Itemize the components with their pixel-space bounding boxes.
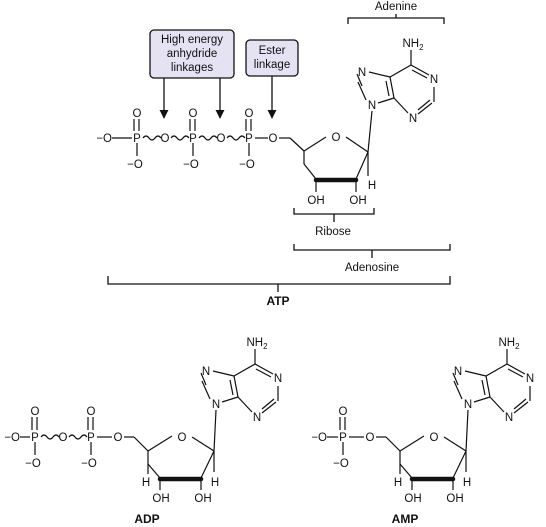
adp-diphosphate-chain: −O P O −O O P O −O O (4, 406, 149, 470)
amp-adenine-base: N N NH2 N N (452, 337, 534, 424)
amp-double-bond-o: O (339, 406, 348, 418)
ester-callout: Ester linkage (245, 39, 299, 119)
adp-phosphorus-alpha: P (87, 432, 95, 444)
amp-label: AMP (392, 512, 419, 526)
adp-ring-o: O (178, 432, 187, 444)
amp-n3: N (505, 412, 513, 424)
atp-o-minus-alpha: −O (239, 159, 255, 171)
atp-o-minus-beta: −O (183, 159, 199, 171)
adp-nh2: NH2 (246, 337, 268, 351)
amp-molecule: −O P O −O O O H OH OH (311, 337, 534, 526)
atp-n1: N (430, 74, 438, 86)
ester-callout-line-1: Ester (259, 45, 286, 57)
adp-label: ADP (134, 512, 159, 526)
ribose-bracket: Ribose (293, 208, 375, 238)
atp-bracket: ATP (107, 276, 451, 308)
adenosine-bracket: Adenosine (293, 244, 451, 274)
atp-bridge-o-1: O (161, 133, 170, 145)
adp-1-prime-h: H (211, 477, 219, 489)
atp-phosphorus-gamma: P (133, 133, 141, 145)
atp-o-minus-gamma: −O (127, 159, 143, 171)
amp-ester-o: O (366, 432, 375, 444)
amp-2-prime-oh: OH (404, 493, 421, 505)
atp-double-bond-o-alpha: O (245, 108, 254, 120)
adp-o-minus-beta: −O (25, 458, 41, 470)
atp-2-prime-oh: OH (307, 195, 324, 207)
atp-ester-o: O (269, 133, 278, 145)
amp-o-minus: −O (333, 458, 349, 470)
atp-bridge-o-2: O (217, 133, 226, 145)
atp-3-prime-oh: OH (349, 195, 366, 207)
amp-ring-o: O (430, 432, 439, 444)
adp-n3: N (253, 412, 261, 424)
amp-n1: N (526, 373, 534, 385)
adp-double-bond-o-alpha: O (87, 406, 96, 418)
atp-terminal-o-minus: −O (96, 133, 112, 145)
amp-nh2: NH2 (498, 337, 520, 351)
atp-n3: N (409, 113, 417, 125)
adp-double-bond-o-beta: O (31, 406, 40, 418)
atp-double-bond-o-beta: O (189, 108, 198, 120)
adp-2-prime-oh: OH (152, 493, 169, 505)
amp-3-prime-oh: OH (446, 493, 463, 505)
adp-3-prime-oh: OH (194, 493, 211, 505)
adp-terminal-o-minus: −O (4, 432, 20, 444)
atp-double-bond-o-gamma: O (133, 108, 142, 120)
atp-1-prime-h: H (368, 180, 376, 192)
adp-adenine-base: N N NH2 N N (200, 337, 282, 424)
adenine-label: Adenine (375, 1, 417, 13)
amp-4-prime-h: H (394, 477, 402, 489)
amp-1-prime-h: H (463, 477, 471, 489)
amp-phosphorus: P (339, 432, 347, 444)
adp-bridge-o: O (59, 432, 68, 444)
adp-molecule: −O P O −O O P O −O O O (4, 337, 282, 526)
atp-phosphorus-alpha: P (245, 133, 253, 145)
anhydride-callout-line-3: linkages (171, 62, 213, 74)
amp-terminal-o-minus: −O (311, 432, 327, 444)
adp-4-prime-h: H (142, 477, 150, 489)
adp-n9: N (212, 399, 220, 411)
ribose-label: Ribose (315, 226, 351, 238)
atp-n9: N (368, 100, 376, 112)
adp-ribose-ring: O H OH OH H (142, 409, 219, 505)
atp-triphosphate-chain: −O P O −O O P O −O O P O (96, 108, 305, 171)
atp-ribose-ring: O OH OH H (303, 110, 376, 207)
ester-callout-line-2: linkage (254, 59, 290, 71)
anhydride-callout: High energy anhydride linkages (149, 29, 235, 119)
amp-n9: N (464, 399, 472, 411)
adp-n1: N (274, 373, 282, 385)
amp-ribose-ring: O H OH OH H (394, 409, 471, 505)
anhydride-callout-line-2: anhydride (167, 48, 218, 60)
atp-nh2: NH2 (402, 38, 424, 52)
atp-phosphorus-beta: P (189, 133, 197, 145)
amp-n7: N (454, 366, 462, 378)
adenosine-label: Adenosine (345, 262, 399, 274)
atp-label: ATP (266, 294, 289, 308)
adp-n7: N (202, 366, 210, 378)
atp-molecule: −O P O −O O P O −O O P O (96, 38, 438, 207)
anhydride-callout-line-1: High energy (161, 34, 223, 46)
adp-ester-o: O (114, 432, 123, 444)
adp-phosphorus-beta: P (31, 432, 39, 444)
atp-adenine-base: N N NH2 N N (356, 38, 438, 125)
adenine-bracket: Adenine (347, 1, 445, 24)
adp-o-minus-alpha: −O (81, 458, 97, 470)
anhydride-callout-box (149, 29, 235, 79)
amp-monophosphate: −O P O −O O (311, 406, 401, 470)
atp-ring-o: O (332, 132, 341, 144)
atp-c8-n7: N (358, 67, 366, 79)
